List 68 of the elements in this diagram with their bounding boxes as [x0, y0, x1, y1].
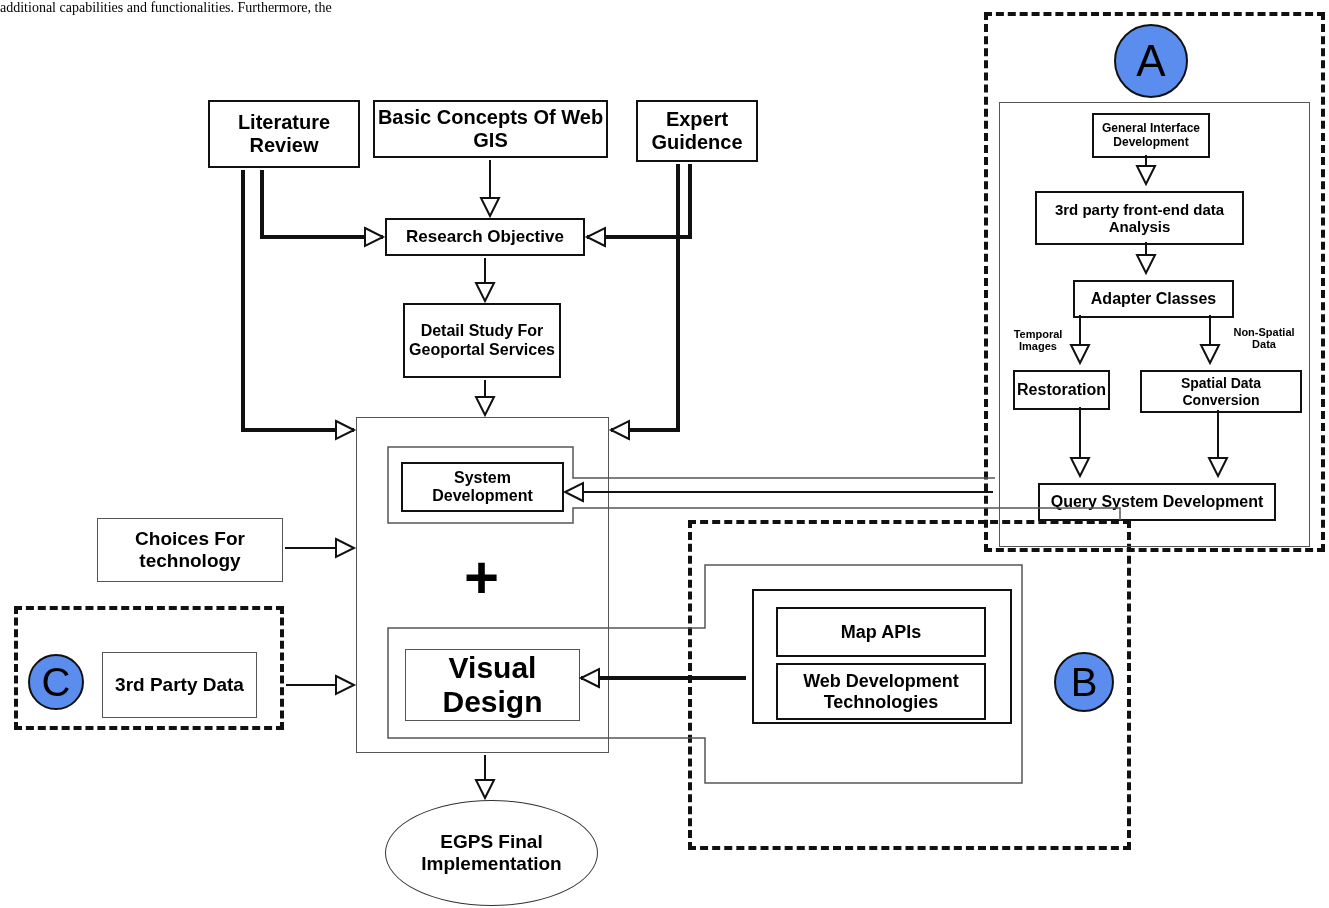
- arrow: [1136, 154, 1156, 185]
- box-label: Literature Review: [236, 111, 332, 157]
- box-label: Expert Guidence: [650, 108, 744, 154]
- box-label: Web Development Technologies: [802, 670, 960, 713]
- process-box: [1140, 370, 1302, 413]
- process-box: [776, 607, 986, 657]
- process-box: [401, 462, 564, 512]
- arrow: [564, 482, 994, 502]
- container-box: [999, 102, 1310, 547]
- arrow: [610, 164, 680, 440]
- arrow: [1136, 241, 1156, 274]
- dashed-region: [688, 520, 1131, 850]
- arrow: [475, 257, 495, 302]
- arrow: [284, 538, 355, 558]
- process-box: [636, 100, 758, 162]
- arrow: [285, 675, 355, 695]
- container-box: [752, 589, 1012, 724]
- box-label: Map APIs: [840, 621, 922, 643]
- arrow-note: Non-Spatial Data: [1232, 326, 1296, 351]
- plus-sign: +: [464, 545, 500, 611]
- arrow: [1070, 406, 1090, 477]
- box-label: Basic Concepts Of Web GIS: [377, 106, 604, 152]
- process-box: [1035, 191, 1244, 245]
- process-box: [1092, 113, 1210, 158]
- process-box: [1013, 370, 1110, 410]
- arrow-note: Temporal Images: [1012, 328, 1064, 353]
- box-label: Visual Design: [441, 650, 544, 720]
- dashed-region: [984, 12, 1325, 552]
- arrow: [586, 164, 692, 247]
- dashed-region: [14, 606, 284, 730]
- process-box: [403, 303, 561, 378]
- arrow: [475, 754, 495, 799]
- arrow: [1070, 314, 1090, 364]
- arrow: [241, 170, 355, 440]
- process-box: [385, 218, 585, 256]
- process-box: [208, 100, 360, 168]
- letter-label: B: [1070, 659, 1098, 705]
- paragraph-text: additional capabilities and functionalities. Furthermore, the: [0, 0, 332, 16]
- box-label: General Interface Development: [1100, 121, 1201, 150]
- letter-label: C: [41, 659, 71, 705]
- arrow: [480, 159, 500, 217]
- process-box: [97, 518, 283, 582]
- box-label: 3rd Party Data: [115, 674, 244, 696]
- arrow: [1200, 314, 1220, 364]
- process-box: [1038, 483, 1276, 521]
- arrow: [475, 379, 495, 416]
- box-label: Restoration: [1017, 380, 1106, 400]
- box-label: Choices For technology: [134, 528, 246, 572]
- arrow: [1208, 409, 1228, 477]
- box-label: EGPS Final Implementation: [420, 831, 563, 875]
- process-box: [405, 649, 580, 721]
- process-box: [373, 100, 608, 158]
- letter-circle: [28, 654, 84, 710]
- box-label: Query System Development: [1050, 492, 1264, 512]
- process-box: [1073, 280, 1234, 318]
- letter-label: A: [1136, 35, 1166, 87]
- arrow: [260, 170, 384, 247]
- box-label: Detail Study For Geoportal Services: [408, 322, 556, 359]
- box-label: Adapter Classes: [1090, 289, 1217, 309]
- box-label: Research Objective: [406, 227, 564, 247]
- letter-circle: [1054, 652, 1114, 712]
- container-box: [356, 417, 609, 753]
- process-box: [102, 652, 257, 718]
- box-label: Spatial Data Conversion: [1179, 375, 1263, 408]
- arrow: [580, 668, 746, 688]
- process-box: [776, 663, 986, 720]
- box-label: 3rd party front-end data Analysis: [1053, 200, 1226, 236]
- box-label: System Development: [431, 468, 534, 506]
